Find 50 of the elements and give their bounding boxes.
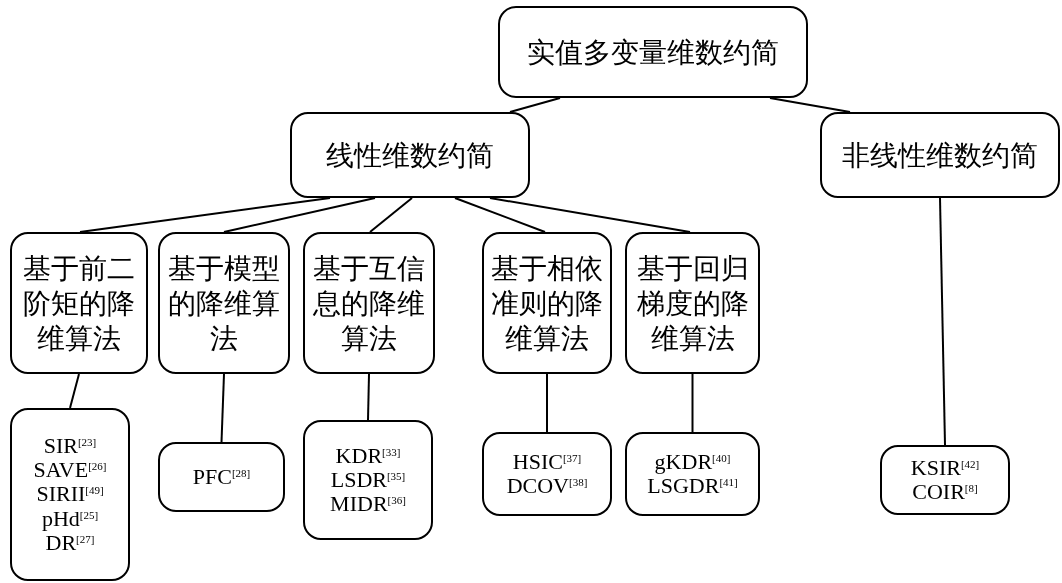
- category-label: 非线性维数约简: [842, 138, 1038, 173]
- method-label: SIRII$^{[49]}$: [36, 482, 104, 507]
- category-label: 线性维数约简: [326, 138, 494, 173]
- category-label: 基于模型的降维算法: [168, 251, 280, 356]
- category-box: [303, 232, 435, 374]
- method-label: PFC$^{[28]}$: [192, 464, 251, 490]
- connector-line: [367, 373, 370, 421]
- method-label: COIR$^{[8]}$: [912, 480, 978, 505]
- connector-line: [509, 97, 561, 113]
- method-label: gKDR$^{[40]}$: [654, 449, 731, 474]
- connector-line: [79, 197, 331, 233]
- connector-line: [939, 197, 946, 446]
- connector-line: [223, 197, 376, 233]
- method-label: SAVE$^{[26]}$: [33, 458, 107, 483]
- connector-line: [454, 197, 546, 233]
- category-label: 基于前二阶矩的降维算法: [23, 251, 135, 356]
- method-label: KSIR$^{[42]}$: [910, 455, 980, 480]
- connector-line: [769, 97, 851, 113]
- category-box: [290, 112, 530, 198]
- category-box: [820, 112, 1060, 198]
- method-label: MIDR$^{[36]}$: [330, 492, 406, 517]
- method-list-box: [482, 432, 612, 516]
- category-box: [625, 232, 760, 374]
- category-label: 基于相依准则的降维算法: [491, 251, 603, 356]
- method-label: pHd$^{[25]}$: [41, 506, 99, 531]
- method-list-box: [10, 408, 130, 581]
- method-list-box: [303, 420, 433, 540]
- method-list-box: [880, 445, 1010, 515]
- method-list-box: [625, 432, 760, 516]
- connector-line: [369, 197, 413, 233]
- connector-line: [546, 373, 548, 433]
- method-label: DCOV$^{[38]}$: [506, 474, 588, 499]
- category-label: 实值多变量维数约简: [527, 35, 779, 70]
- category-label: 基于互信息的降维算法: [313, 251, 425, 356]
- method-list-box: [158, 442, 285, 512]
- method-label: LSGDR$^{[41]}$: [647, 474, 738, 499]
- method-label: LSDR$^{[35]}$: [330, 467, 406, 493]
- category-box: [498, 6, 808, 98]
- category-label: 基于回归梯度的降维算法: [636, 251, 749, 356]
- method-label: SIR$^{[23]}$: [43, 434, 97, 459]
- connector-line: [220, 373, 225, 443]
- connector-line: [691, 373, 694, 433]
- method-label: HSIC$^{[37]}$: [512, 449, 582, 474]
- connector-line: [69, 373, 80, 409]
- category-box: [482, 232, 612, 374]
- method-label: DR$^{[27]}$: [45, 530, 95, 555]
- connector-line: [489, 197, 691, 233]
- category-box: [10, 232, 148, 374]
- category-box: [158, 232, 290, 374]
- method-label: KDR$^{[33]}$: [335, 443, 401, 468]
